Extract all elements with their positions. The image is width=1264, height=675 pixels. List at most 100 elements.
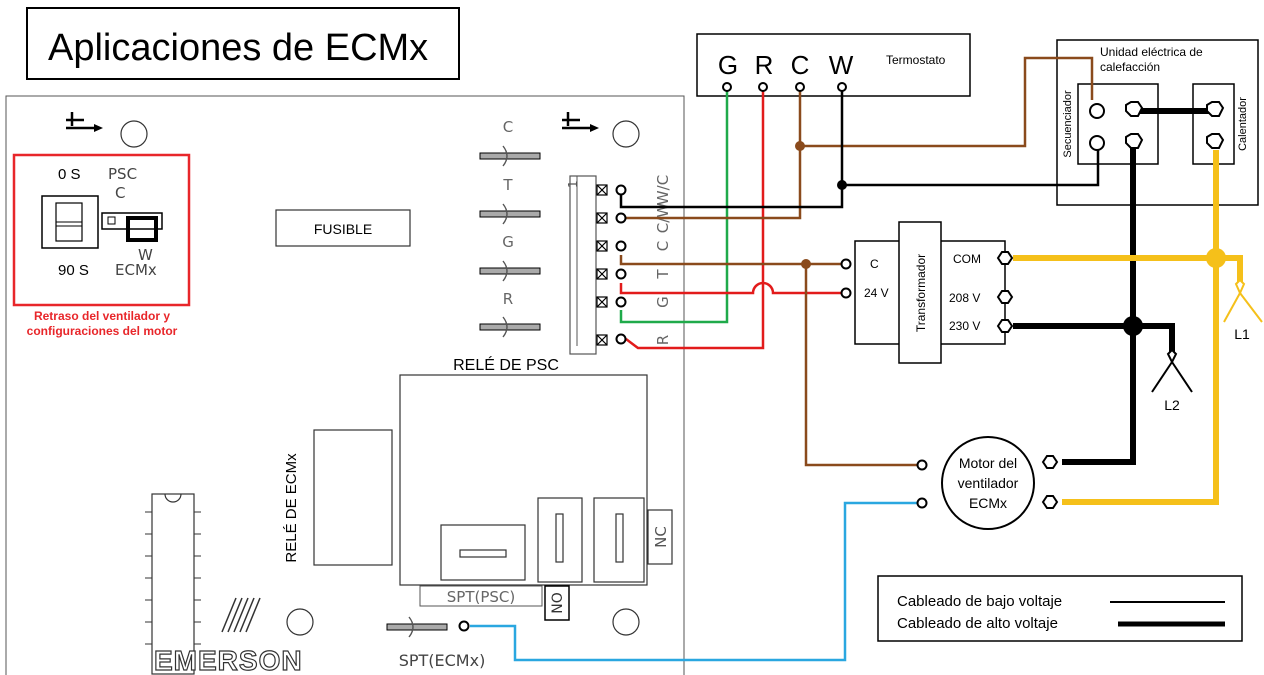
sequencer-label: Secuenciador — [1062, 90, 1074, 158]
wire-hv-yellow-com — [1013, 255, 1243, 282]
connector-label-g: G — [654, 296, 672, 308]
dip-ecmx-label: ECMx — [115, 261, 157, 279]
l2-label: L2 — [1164, 397, 1180, 413]
connector-label-t: T — [654, 269, 672, 280]
ic-chip — [151, 493, 195, 675]
thermostat-terminal-markers — [722, 82, 847, 92]
nc-label: NC — [652, 526, 670, 548]
wire-brown-transformer — [619, 255, 843, 266]
sequencer — [1077, 83, 1159, 165]
thermostat-label: Termostato — [886, 53, 946, 67]
junction-dot — [1206, 248, 1226, 268]
mounting-hole — [612, 120, 640, 148]
term-label-g: G — [502, 233, 514, 251]
quick-connect-tab — [479, 316, 541, 338]
dip-psc-label: PSC — [108, 165, 137, 183]
transformer-24v-label: 24 V — [864, 286, 889, 300]
thermostat-connector — [569, 175, 597, 355]
title-text: Aplicaciones de ECMx — [48, 27, 428, 69]
transformer-com-label: COM — [953, 252, 981, 266]
ground-icon — [66, 112, 103, 132]
heater-terminals — [1206, 101, 1225, 149]
motor-label-line3: ECMx — [969, 495, 1007, 511]
relay-terminal-slot — [615, 513, 624, 563]
thermostat-terminal-r: R — [755, 50, 774, 80]
wire-black-w — [619, 88, 844, 209]
l1-label: L1 — [1234, 326, 1250, 342]
connector-label-c: C — [654, 241, 672, 251]
junction-dot — [837, 180, 847, 190]
l1-supply-icon — [1223, 278, 1263, 323]
title-box — [26, 7, 460, 80]
no-label: NO — [550, 592, 566, 614]
emerson-logo-icon — [221, 597, 261, 633]
wire-brown-motor — [804, 264, 920, 467]
connector-label-r: R — [654, 335, 672, 345]
spt-psc-label: SPT(PSC) — [447, 588, 515, 606]
quick-connect-tab — [479, 260, 541, 282]
dip-caption-line2: configuraciones del motor — [27, 324, 178, 338]
wire-blue-spt — [470, 501, 920, 662]
junction-dot — [1123, 316, 1143, 336]
thermostat-terminal-w: W — [829, 50, 854, 80]
connector-terminals — [596, 184, 608, 346]
fuse — [275, 209, 411, 247]
ic-pins — [145, 511, 201, 645]
dip-settings-box — [12, 153, 191, 307]
term-label-c: C — [503, 118, 513, 136]
dip-0s-label: 0 S — [58, 166, 81, 183]
dip-90s-label: 90 S — [58, 262, 89, 279]
transformer-c-label: C — [870, 257, 879, 271]
legend — [877, 575, 1243, 642]
wire-red-24v — [619, 281, 843, 295]
ecmx-relay-label: RELÉ DE ECMx — [283, 453, 300, 563]
junction-dot — [801, 259, 811, 269]
mounting-hole — [120, 120, 148, 148]
thermostat-terminal-c: C — [791, 50, 810, 80]
connector-pin1-label: 1 — [566, 180, 580, 188]
motor-terminals — [916, 455, 1059, 509]
motor-label-line2: ventilador — [958, 475, 1019, 491]
ecmx-blower-motor — [941, 436, 1035, 530]
emerson-brand: EMERSON — [154, 645, 303, 675]
quick-connect-tab — [386, 616, 448, 638]
connector-label-wc: W/C — [654, 175, 672, 205]
l2-supply-icon — [1151, 348, 1193, 393]
mounting-hole — [286, 608, 314, 636]
sequencer-terminals — [1089, 101, 1144, 151]
relay-terminal-slot — [459, 549, 507, 558]
jumper-cap — [126, 216, 158, 242]
dip-caption-line1: Retraso del ventilador y — [34, 309, 170, 323]
heat-unit-title-line2: calefacción — [1100, 60, 1160, 74]
term-label-t: T — [502, 176, 513, 194]
ic-notch — [164, 493, 182, 503]
wire-green-g — [619, 88, 729, 324]
term-label-r: R — [503, 290, 513, 308]
spt-ecmx-terminal — [458, 620, 470, 632]
psc-relay-label: RELÉ DE PSC — [453, 355, 559, 374]
wire-hv-black-230 — [1013, 323, 1175, 352]
heat-unit-title-line1: Unidad eléctrica de — [1100, 45, 1203, 59]
dip-c-label: C — [115, 184, 125, 202]
thermostat — [696, 33, 971, 97]
wire-brown-sequencer — [800, 56, 1094, 148]
transformer-core — [898, 221, 942, 364]
transformer-terminals — [840, 251, 1014, 333]
jumper-pin — [107, 216, 116, 225]
transformer-230-label: 230 V — [949, 319, 980, 333]
quick-connect-tab — [479, 203, 541, 225]
dip-w-label: W — [138, 246, 153, 264]
motor-label-line1: Motor del — [959, 455, 1017, 471]
wire-hv-black-l2 — [1062, 146, 1136, 465]
connector-wire-terminals — [615, 184, 627, 345]
no-terminal — [544, 585, 570, 621]
mounting-hole — [612, 608, 640, 636]
transformer-208-label: 208 V — [949, 291, 980, 305]
nc-terminal — [647, 509, 673, 565]
ground-icon — [562, 112, 599, 132]
legend-low-voltage: Cableado de bajo voltaje — [897, 593, 1062, 610]
wire-black-sequencer — [842, 146, 1100, 187]
quick-connect-tab — [479, 145, 541, 167]
thermostat-terminal-g: G — [718, 50, 738, 80]
